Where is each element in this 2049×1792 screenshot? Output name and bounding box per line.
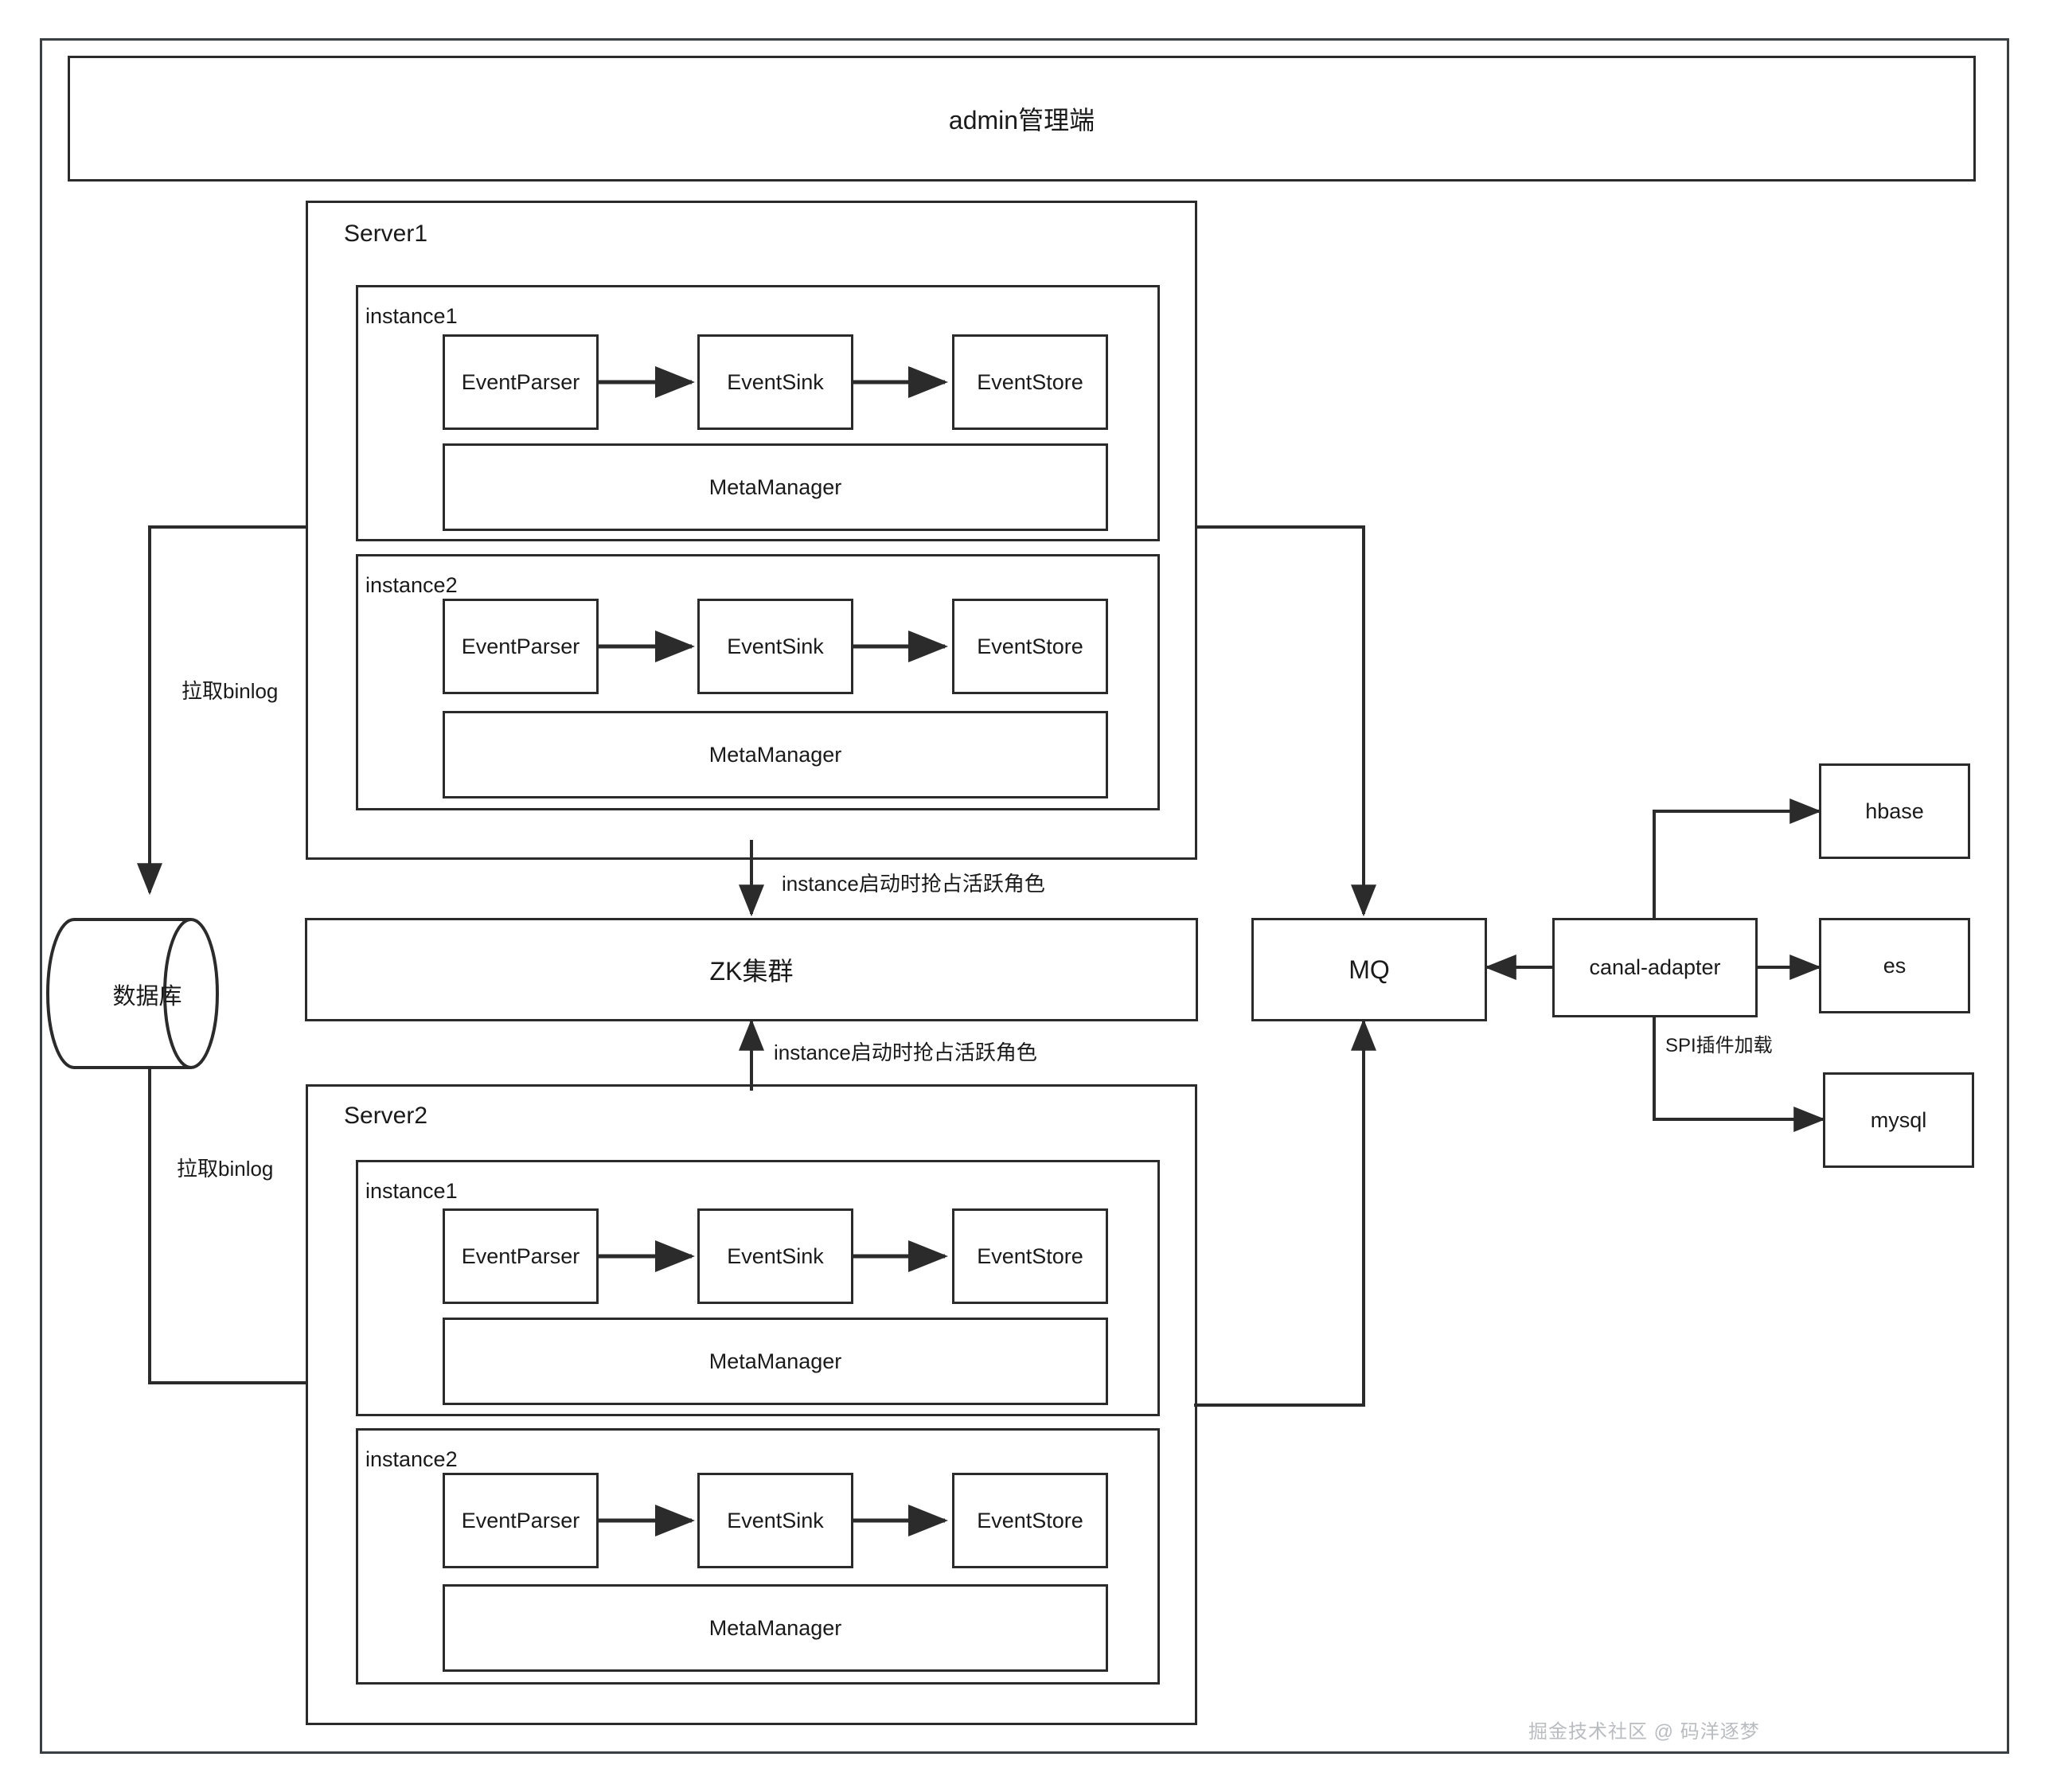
server1-instance2-eventsink-box[interactable]: EventSink bbox=[697, 599, 853, 694]
canal-adapter-label: canal-adapter bbox=[1589, 955, 1721, 979]
metamanager-label: MetaManager bbox=[708, 474, 842, 499]
hbase-label: hbase bbox=[1865, 798, 1924, 823]
server2-instance1-box[interactable] bbox=[356, 1160, 1160, 1416]
mysql-box[interactable]: mysql bbox=[1823, 1072, 1974, 1168]
eventparser-label: EventParser bbox=[461, 369, 580, 394]
server1-instance1-label: instance1 bbox=[365, 304, 458, 328]
eventstore-label: EventStore bbox=[977, 1508, 1083, 1532]
eventparser-label: EventParser bbox=[461, 1508, 580, 1532]
hbase-box[interactable]: hbase bbox=[1819, 763, 1970, 859]
server2-instance1-eventsink-box[interactable]: EventSink bbox=[697, 1208, 853, 1304]
database-label: 数据库 bbox=[112, 984, 182, 1009]
eventparser-label: EventParser bbox=[461, 634, 580, 658]
edge-label-pull-binlog-bottom: 拉取binlog bbox=[177, 1157, 274, 1181]
canal-adapter-box[interactable]: canal-adapter bbox=[1552, 918, 1758, 1017]
admin-console-label: admin管理端 bbox=[948, 106, 1095, 135]
server1-instance2-box[interactable] bbox=[356, 554, 1160, 810]
server2-instance2-eventstore-box[interactable]: EventStore bbox=[952, 1473, 1108, 1568]
mq-label: MQ bbox=[1348, 955, 1390, 984]
server2-instance1-label: instance1 bbox=[365, 1179, 458, 1203]
server2-instance2-metamanager-box[interactable]: MetaManager bbox=[443, 1584, 1108, 1672]
eventsink-label: EventSink bbox=[727, 369, 824, 394]
eventsink-label: EventSink bbox=[727, 634, 824, 658]
zk-cluster-box[interactable]: ZK集群 bbox=[305, 918, 1198, 1021]
es-box[interactable]: es bbox=[1819, 918, 1970, 1013]
mysql-label: mysql bbox=[1870, 1107, 1927, 1132]
server1-instance1-eventstore-box[interactable]: EventStore bbox=[952, 334, 1108, 430]
server2-instance2-box[interactable] bbox=[356, 1428, 1160, 1685]
edge-label-spi-plugin-load: SPI插件加载 bbox=[1665, 1035, 1773, 1056]
server2-instance2-eventparser-box[interactable]: EventParser bbox=[443, 1473, 599, 1568]
eventstore-label: EventStore bbox=[977, 1243, 1083, 1268]
edge-label-pull-binlog-top: 拉取binlog bbox=[181, 679, 279, 703]
server1-instance2-metamanager-box[interactable]: MetaManager bbox=[443, 711, 1108, 798]
server1-instance2-eventstore-box[interactable]: EventStore bbox=[952, 599, 1108, 694]
server2-label: Server2 bbox=[344, 1103, 428, 1129]
server1-instance2-eventparser-box[interactable]: EventParser bbox=[443, 599, 599, 694]
eventparser-label: EventParser bbox=[461, 1243, 580, 1268]
eventsink-label: EventSink bbox=[727, 1243, 824, 1268]
edge-label-zk-elect-bottom: instance启动时抢占活跃角色 bbox=[774, 1040, 1037, 1064]
es-label: es bbox=[1883, 953, 1907, 978]
server1-instance1-eventparser-box[interactable]: EventParser bbox=[443, 334, 599, 430]
server2-box[interactable] bbox=[306, 1084, 1197, 1725]
metamanager-label: MetaManager bbox=[708, 1615, 842, 1640]
server1-instance1-eventsink-box[interactable]: EventSink bbox=[697, 334, 853, 430]
eventstore-label: EventStore bbox=[977, 634, 1083, 658]
server1-instance1-box[interactable] bbox=[356, 285, 1160, 541]
admin-console-box[interactable]: admin管理端 bbox=[68, 56, 1976, 182]
watermark: 掘金技术社区 @ 码洋逐梦 bbox=[1528, 1721, 1760, 1743]
zk-cluster-label: ZK集群 bbox=[709, 957, 794, 986]
eventstore-label: EventStore bbox=[977, 369, 1083, 394]
server1-instance2-label: instance2 bbox=[365, 573, 458, 597]
server2-instance1-eventparser-box[interactable]: EventParser bbox=[443, 1208, 599, 1304]
mq-box[interactable]: MQ bbox=[1251, 918, 1487, 1021]
metamanager-label: MetaManager bbox=[708, 1349, 842, 1373]
edge-label-zk-elect-top: instance启动时抢占活跃角色 bbox=[782, 872, 1045, 896]
metamanager-label: MetaManager bbox=[708, 742, 842, 767]
eventsink-label: EventSink bbox=[727, 1508, 824, 1532]
server1-instance1-metamanager-box[interactable]: MetaManager bbox=[443, 443, 1108, 531]
server1-label: Server1 bbox=[344, 221, 428, 247]
server2-instance2-label: instance2 bbox=[365, 1447, 458, 1471]
server2-instance2-eventsink-box[interactable]: EventSink bbox=[697, 1473, 853, 1568]
server1-box[interactable] bbox=[306, 201, 1197, 860]
server2-instance1-eventstore-box[interactable]: EventStore bbox=[952, 1208, 1108, 1304]
server2-instance1-metamanager-box[interactable]: MetaManager bbox=[443, 1318, 1108, 1405]
